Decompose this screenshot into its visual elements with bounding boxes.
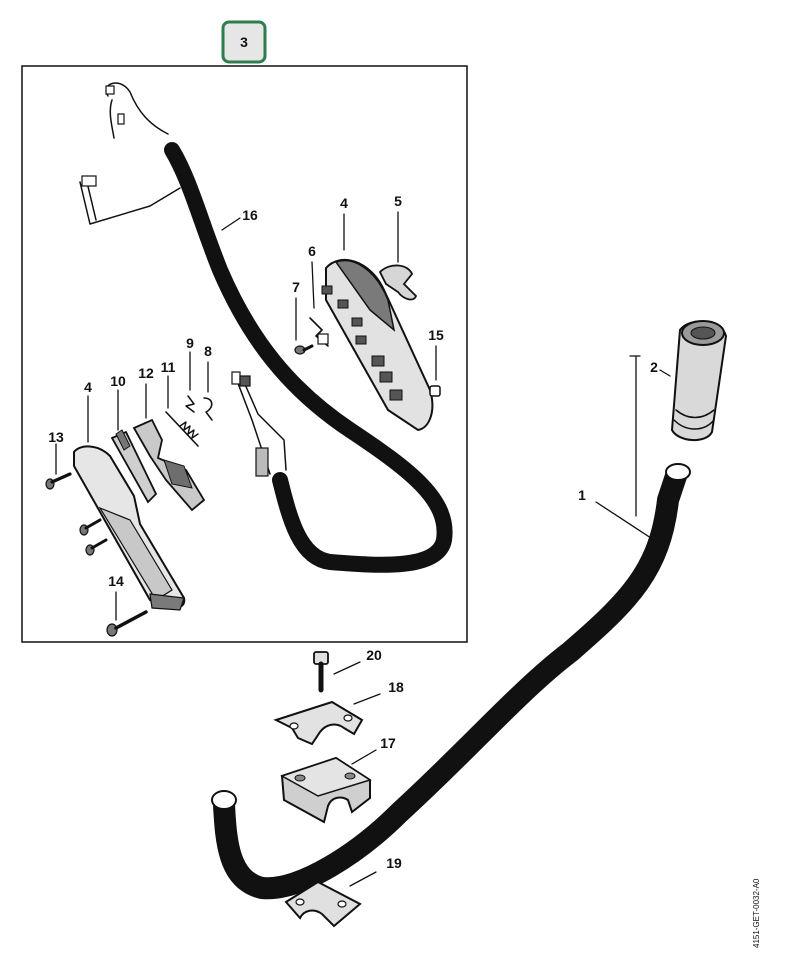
part-4-housing-left [73,395,186,611]
diagram-reference-code: 4151-GET-0032-A0 [752,878,761,948]
part-4-housing-right [321,213,434,432]
part-9-spring [185,351,195,413]
label-part-17: 17 [380,735,396,751]
label-part-5: 5 [394,193,402,209]
part-19-clamp-bottom [284,871,377,928]
part-18-clamp-top [273,693,381,746]
label-part-11: 11 [161,359,176,375]
label-part-13: 13 [48,429,64,445]
part-17-clamp-block [280,749,377,824]
label-part-4-lower: 4 [84,379,92,395]
label-part-18: 18 [388,679,404,695]
part-1-handlebar [211,463,691,900]
housing-screws [79,518,108,556]
label-part-8: 8 [204,343,212,359]
label-part-4-upper: 4 [340,195,348,211]
part-15-nut [429,345,441,397]
label-part-9: 9 [186,335,194,351]
label-part-6: 6 [308,243,316,259]
part-11-spring [165,375,199,447]
part-6-spring [309,261,329,347]
callout-tag-box [221,20,267,64]
part-12-lever [132,383,206,512]
label-part-10: 10 [110,373,126,389]
part-13-screw [45,443,72,490]
part-10-trigger [110,389,158,504]
label-part-15: 15 [428,327,444,343]
label-part-20: 20 [366,647,382,663]
tube-end-left [211,790,237,810]
label-part-14: 14 [108,573,124,589]
callout-tag-label: 3 [240,34,248,50]
label-part-12: 12 [138,365,154,381]
part-5-cap [378,211,418,301]
leader-lines-1-2 [595,355,671,541]
part-8-clip [203,361,213,421]
label-part-19: 19 [386,855,402,871]
part-16-cable-conduit [79,82,453,573]
tube-end-right [665,463,691,481]
assembly-inset-frame [21,65,468,643]
label-part-1: 1 [578,487,586,503]
part-7-screw [294,297,314,355]
callout-tag-3[interactable]: 3 [221,20,267,64]
part-2-grip [670,320,728,441]
label-part-7: 7 [292,279,300,295]
label-part-2: 2 [650,359,658,375]
label-part-16: 16 [242,207,258,223]
part-14-long-screw [106,591,148,637]
part-20-bolt [313,651,361,693]
